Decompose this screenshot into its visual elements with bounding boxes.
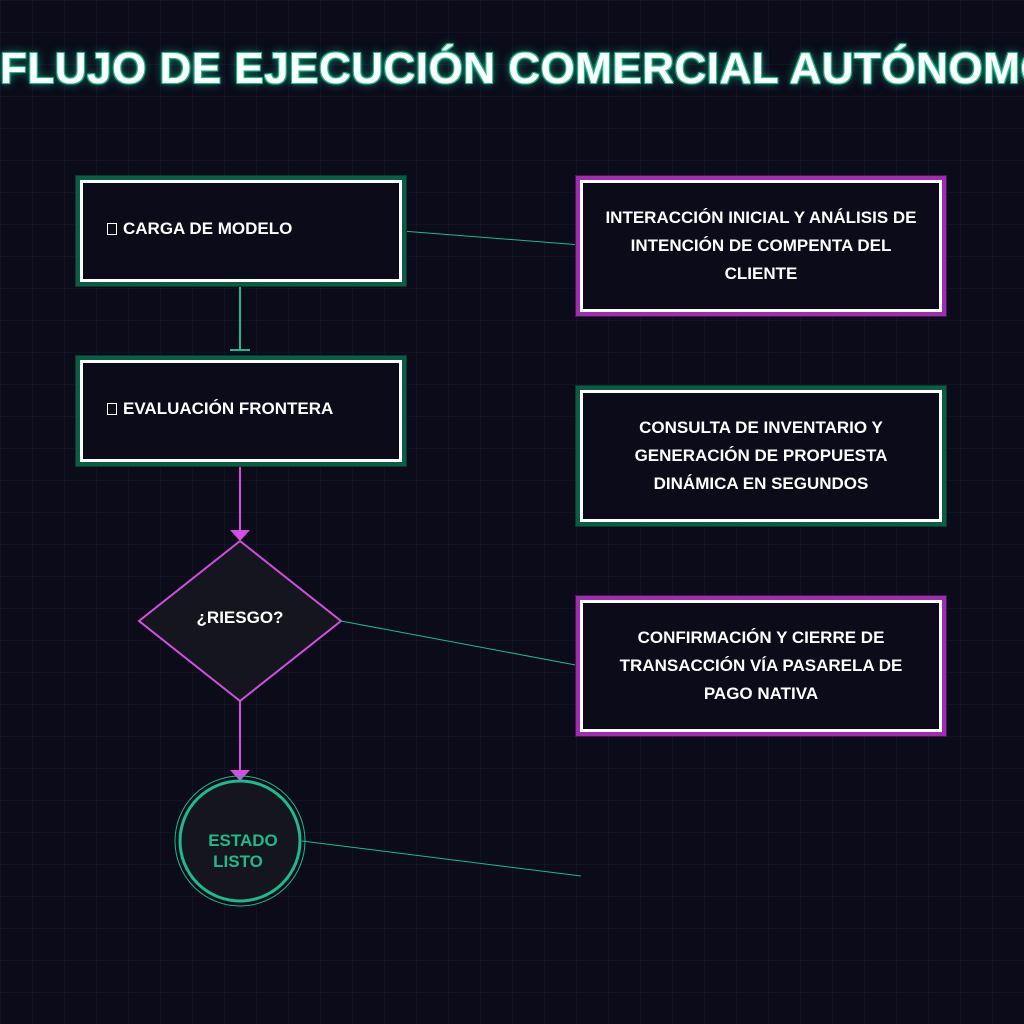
step-evaluacion-frontera-label: EVALUACIÓN FRONTERA xyxy=(107,399,333,419)
description-box-3: CONFIRMACIÓN Y CIERRE DE TRANSACCIÓN VÍA… xyxy=(576,596,946,736)
page-title: FLUJO DE EJECUCIÓN COMERCIAL AUTÓNOMO xyxy=(0,44,1024,93)
final-state-circle xyxy=(178,779,302,903)
description-text-3: CONFIRMACIÓN Y CIERRE DE TRANSACCIÓN VÍA… xyxy=(619,628,903,703)
description-text-2: CONSULTA DE INVENTARIO Y GENERACIÓN DE P… xyxy=(634,418,888,493)
link-decision-desc3 xyxy=(340,620,582,667)
link-state-empty xyxy=(301,840,582,877)
step-carga-de-modelo-label: CARGA DE MODELO xyxy=(107,219,292,239)
final-state-label: ESTADO LISTO xyxy=(200,830,286,872)
step-label-text: EVALUACIÓN FRONTERA xyxy=(123,399,334,418)
final-state-line2: LISTO xyxy=(213,852,263,871)
final-state-line1: ESTADO xyxy=(208,831,278,850)
description-box-2: CONSULTA DE INVENTARIO Y GENERACIÓN DE P… xyxy=(576,386,946,526)
decision-label: ¿RIESGO? xyxy=(196,608,284,627)
step-carga-de-modelo: CARGA DE MODELO xyxy=(76,176,406,286)
link-step1-desc1 xyxy=(401,230,582,246)
description-box-1: INTERACCIÓN INICIAL Y ANÁLISIS DE INTENC… xyxy=(576,176,946,316)
step-evaluacion-frontera: EVALUACIÓN FRONTERA xyxy=(76,356,406,466)
square-icon xyxy=(107,403,117,415)
description-text-1: INTERACCIÓN INICIAL Y ANÁLISIS DE INTENC… xyxy=(605,208,917,283)
step-label-text: CARGA DE MODELO xyxy=(123,219,293,238)
square-icon xyxy=(107,223,117,235)
arrowhead-decision xyxy=(230,530,250,541)
